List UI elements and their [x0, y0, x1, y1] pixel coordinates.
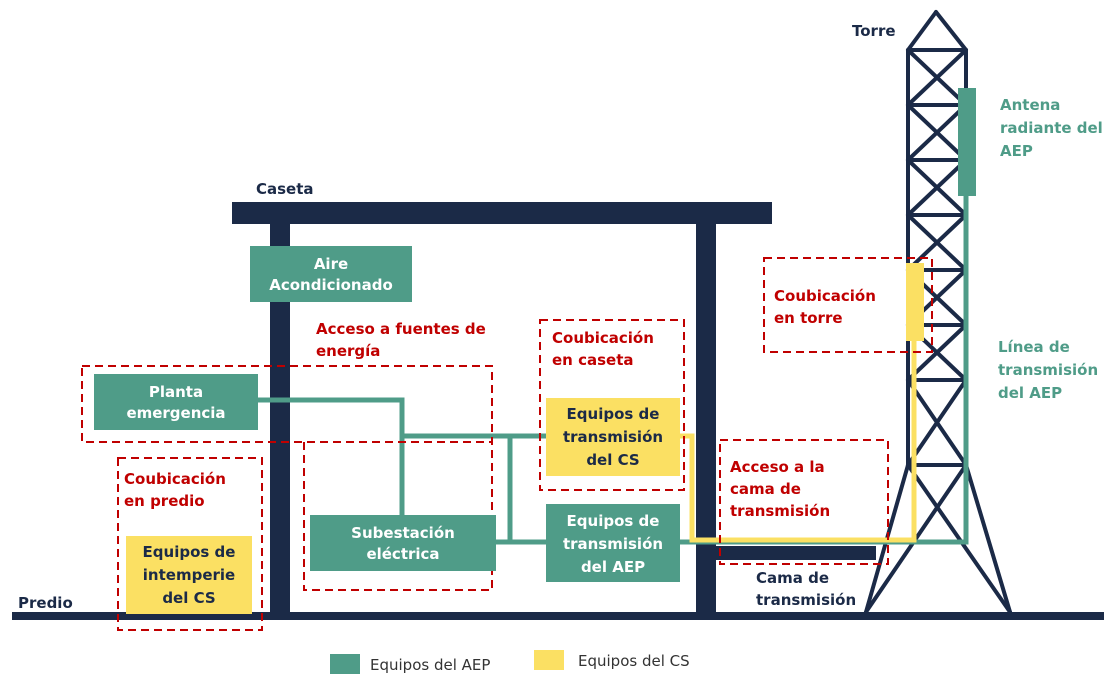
intemperie-label-2: intemperie: [143, 566, 235, 584]
equipos-aep-box: [546, 504, 680, 582]
acceso-cama-label-2: cama de: [730, 480, 801, 498]
acceso-energia-label-1: Acceso a fuentes de: [316, 320, 486, 338]
cama-label-2: transmisión: [756, 591, 856, 609]
acceso-cama-label-1: Acceso a la: [730, 458, 825, 476]
aire-box: [250, 246, 412, 302]
torre-label: Torre: [852, 22, 896, 40]
acceso-energia-label-2: energía: [316, 342, 380, 360]
equipos-cs-label-1: Equipos de: [567, 405, 660, 423]
zone-coub-torre: [763, 257, 933, 353]
aire-label-1: Aire: [314, 255, 348, 273]
equipos-aep-label-2: transmisión: [563, 535, 663, 553]
subestacion-label-1: Subestación: [351, 524, 455, 542]
legend-swatch-aep: [330, 654, 360, 674]
cama-label-1: Cama de: [756, 569, 829, 587]
equipos-aep-label-3: del AEP: [581, 558, 645, 576]
equipos-aep-label-1: Equipos de: [567, 512, 660, 530]
legend-label-aep: Equipos del AEP: [370, 656, 490, 674]
coub-caseta-label-2: en caseta: [552, 351, 633, 369]
cs-connection-line: [680, 340, 917, 543]
equipos-cs-label-2: transmisión: [563, 428, 663, 446]
intemperie-label-1: Equipos de: [143, 543, 236, 561]
zone-coub-predio: [117, 457, 263, 631]
antena-label-2: radiante del: [1000, 119, 1103, 137]
planta-box: [94, 374, 258, 430]
acceso-cama-label-3: transmisión: [730, 502, 830, 520]
aep-antenna: [958, 88, 976, 196]
intemperie-label-3: del CS: [162, 589, 215, 607]
zone-acceso-cama: [719, 439, 889, 565]
equipos-cs-label-3: del CS: [586, 451, 639, 469]
predio-label: Predio: [18, 594, 73, 612]
intemperie-box: [126, 536, 252, 614]
caseta-label: Caseta: [256, 180, 314, 198]
coub-predio-label-2: en predio: [124, 492, 205, 510]
legend-swatch-cs: [534, 650, 564, 670]
linea-label-1: Línea de: [998, 338, 1070, 356]
equipos-cs-box: [546, 398, 680, 476]
aire-label-2: Acondicionado: [269, 276, 393, 294]
cs-tower-equipment: [906, 263, 924, 341]
coub-torre-label-2: en torre: [774, 309, 843, 327]
antena-label-3: AEP: [1000, 142, 1033, 160]
cama-transmision-bar: [716, 546, 876, 560]
caseta-wall-left: [270, 224, 290, 616]
coub-torre-label-1: Coubicación: [774, 287, 876, 305]
planta-label-1: Planta: [149, 383, 203, 401]
legend-label-cs: Equipos del CS: [578, 652, 690, 670]
subestacion-label-2: eléctrica: [366, 545, 439, 563]
zone-acceso-energia: [81, 365, 493, 443]
ground-line: [12, 612, 1104, 620]
linea-label-3: del AEP: [998, 384, 1062, 402]
zone-coub-caseta: [539, 319, 685, 491]
coub-caseta-label-1: Coubicación: [552, 329, 654, 347]
linea-label-2: transmisión: [998, 361, 1098, 379]
coub-predio-label-1: Coubicación: [124, 470, 226, 488]
tower: [864, 10, 1012, 614]
antena-label-1: Antena: [1000, 96, 1060, 114]
caseta-roof: [232, 202, 772, 224]
caseta-wall-right: [696, 224, 716, 616]
subestacion-box: [310, 515, 496, 571]
planta-label-2: emergencia: [126, 404, 225, 422]
